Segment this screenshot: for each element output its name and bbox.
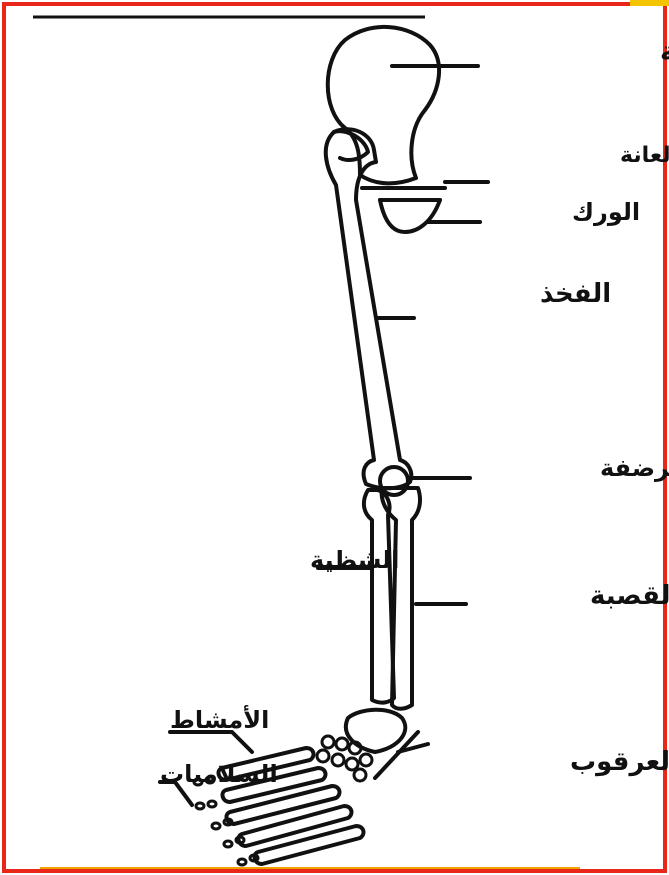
label-hip: الورك: [572, 198, 640, 226]
label-metatarsals: الأمشاط: [170, 705, 269, 734]
hip-socket: [380, 200, 440, 232]
label-phalanges: السلاميات: [160, 760, 278, 788]
label-patella: الرضفة: [600, 454, 669, 482]
label-tibia: القصبة: [590, 581, 669, 611]
label-pelvis: الحرقفة الظهرية: [660, 37, 669, 67]
fibula-bone: [364, 490, 394, 703]
label-pubis: العانة: [620, 143, 669, 168]
ankle-line: [375, 732, 418, 778]
label-fibula: الشظية: [310, 546, 399, 574]
corner-accent: [630, 0, 669, 6]
label-tarsus: العرقوب: [570, 747, 669, 777]
label-femur: الفخذ: [540, 279, 611, 309]
patella-bone: [380, 467, 408, 495]
metatarsals-leader: [170, 732, 252, 752]
tarsus-bone: [346, 710, 405, 752]
